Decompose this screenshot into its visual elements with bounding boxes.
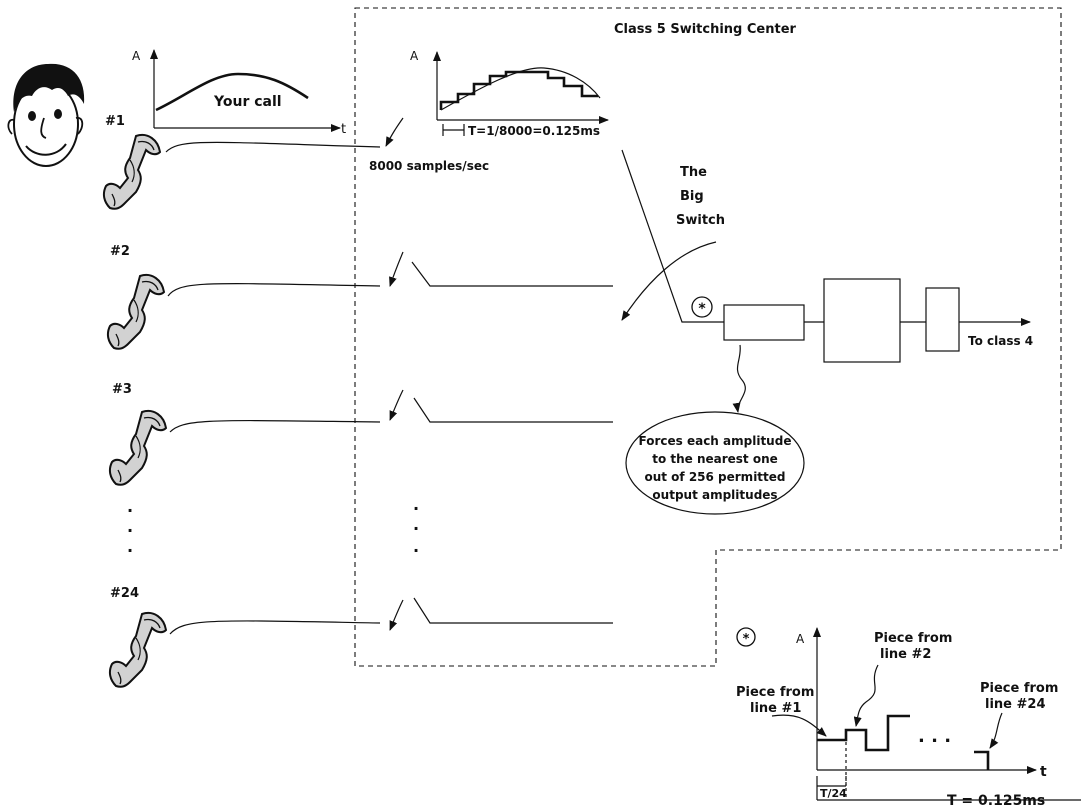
- ellipsis-mid-3: .: [413, 537, 419, 556]
- tdm-ellipsis: . . .: [918, 726, 951, 747]
- line-label-3: #3: [112, 382, 132, 397]
- note-line-2: to the nearest one: [652, 452, 778, 466]
- sampling-switch-1: [385, 117, 404, 147]
- sample-graph-y-label: A: [410, 49, 419, 63]
- tdm-marker-icon: [691, 296, 713, 318]
- tdm-graph-marker-icon: [736, 627, 756, 647]
- piece24-label-a: Piece from: [980, 681, 1058, 696]
- tdm-graph: [771, 627, 1081, 801]
- telephone-icon-24: [108, 611, 167, 688]
- ellipsis-left-2: .: [127, 517, 133, 536]
- note-pointer: [732, 344, 746, 413]
- tdm-slot-label: T/24: [820, 787, 847, 800]
- piece1-label-b: line #1: [750, 701, 801, 716]
- sample-rate-label: 8000 samples/sec: [369, 159, 489, 173]
- quantization-note-bubble: [625, 411, 805, 515]
- line-label-2: #2: [110, 244, 130, 259]
- big-switch-label-3: Switch: [676, 213, 725, 228]
- note-line-3: out of 256 permitted: [644, 470, 785, 484]
- output-box: [925, 287, 960, 352]
- big-switch-arm: [621, 149, 724, 323]
- big-switch-rotation-arrow: [621, 241, 717, 321]
- telephone-icon-2: [106, 273, 165, 350]
- ellipsis-mid-2: .: [413, 515, 419, 534]
- ellipsis-left-3: .: [127, 537, 133, 556]
- big-switch-label-2: Big: [680, 189, 704, 204]
- call-graph-caption: Your call: [213, 94, 282, 110]
- note-line-1: Forces each amplitude: [639, 434, 792, 448]
- line-wire-2: [167, 283, 381, 297]
- sampling-switch-24: [389, 597, 613, 631]
- output-label: To class 4: [968, 334, 1033, 348]
- caller-face-icon: [7, 63, 85, 167]
- big-switch-label-1: The: [680, 165, 707, 180]
- line-wire-1: [165, 141, 381, 153]
- piece1-label-a: Piece from: [736, 685, 814, 700]
- piece2-label-b: line #2: [880, 647, 931, 662]
- tdm-x-label: t: [1040, 764, 1047, 780]
- line-label-24: #24: [110, 586, 139, 601]
- quantizer-box: [723, 304, 805, 341]
- tdm-y-label: A: [796, 632, 805, 646]
- sampling-switch-3: [389, 389, 613, 423]
- telephone-icon-3: [108, 409, 167, 486]
- line-wire-3: [169, 419, 381, 433]
- encoder-box: [823, 278, 901, 363]
- center-title: Class 5 Switching Center: [614, 22, 797, 37]
- telephone-icon-1: [102, 133, 161, 210]
- switching-center-boundary: [354, 7, 1062, 667]
- call-graph-y-label: A: [132, 49, 141, 63]
- note-line-4: output amplitudes: [652, 488, 777, 502]
- your-call-graph: [150, 49, 341, 132]
- piece24-label-b: line #24: [985, 697, 1046, 712]
- ellipsis-mid-1: .: [413, 495, 419, 514]
- line-wire-24: [169, 620, 381, 635]
- sample-period-label: T=1/8000=0.125ms: [468, 124, 600, 138]
- tdm-frame-label: T = 0.125ms: [947, 793, 1045, 809]
- sampled-signal-graph: [433, 51, 609, 136]
- piece2-label-a: Piece from: [874, 631, 952, 646]
- tdm-marker-text: *: [698, 301, 706, 317]
- line-label-1: #1: [105, 114, 125, 129]
- call-graph-x-label: t: [341, 122, 346, 137]
- tdm-graph-marker-text: *: [743, 632, 750, 647]
- sampling-switch-2: [389, 251, 613, 287]
- ellipsis-left-1: .: [127, 497, 133, 516]
